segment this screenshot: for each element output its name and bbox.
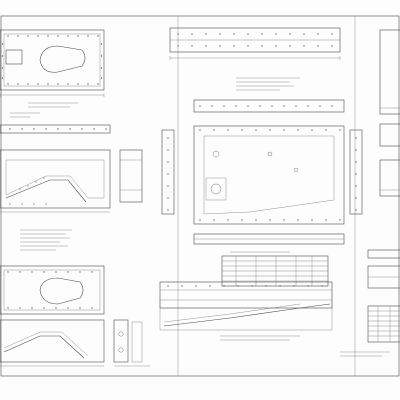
notes-block-2: [20, 229, 72, 251]
channel-bottom-center: [159, 281, 333, 341]
side-rail-left-center: [161, 129, 175, 215]
plate-top-left: [0, 29, 105, 97]
sheet-border: [0, 15, 400, 377]
right-view-mid-1: [379, 123, 400, 147]
right-view-mid-2: [379, 159, 400, 197]
plate-bottom-left: [0, 265, 105, 315]
square-cutout: [5, 49, 23, 65]
bill-of-materials-table: [221, 251, 329, 287]
side-rail-right-center: [349, 129, 363, 215]
bracket-detail: [113, 319, 150, 367]
notes-block-1: [10, 102, 78, 118]
right-parts-table: [367, 305, 400, 343]
teardrop-cutout: [39, 45, 86, 73]
notes-block-right: [340, 351, 390, 357]
channel-bottom-left: [0, 319, 105, 367]
plate-main-center: [193, 99, 345, 245]
right-view-top: [379, 29, 400, 115]
rail-top-center: [169, 27, 341, 60]
right-view-lower: [367, 249, 400, 289]
side-elevation-left: [0, 124, 143, 213]
side-detail-small: [119, 149, 143, 203]
notes-block-3: [236, 77, 300, 91]
